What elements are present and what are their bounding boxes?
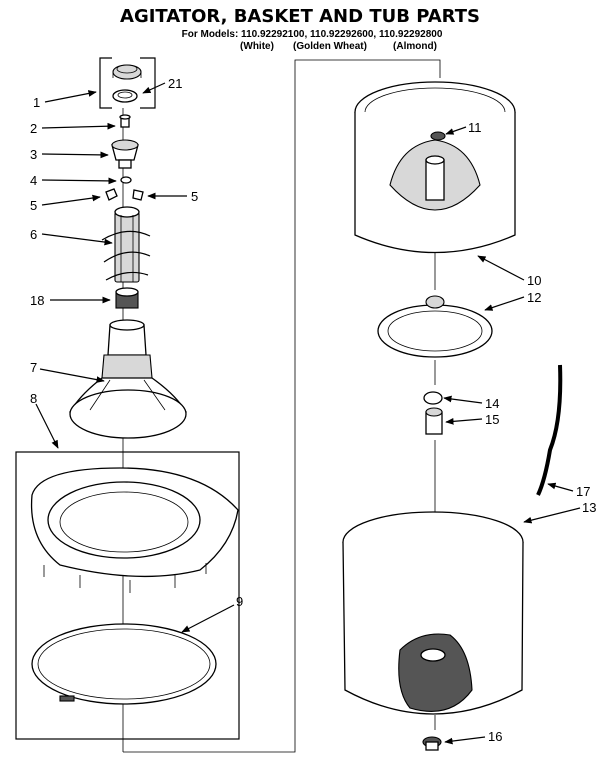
part-5-dogs — [105, 188, 144, 201]
part-14-ring — [423, 391, 443, 405]
part-1-ring — [112, 89, 138, 103]
callout-4: 4 — [30, 173, 37, 188]
callout-15: 15 — [485, 412, 499, 427]
part-12-plate — [377, 295, 493, 358]
callout-1: 1 — [33, 95, 40, 110]
callout-11: 11 — [468, 120, 482, 135]
callout-8: 8 — [30, 391, 37, 406]
callout-5a: 5 — [30, 198, 37, 213]
part-11-nut — [430, 131, 446, 141]
callout-14: 14 — [485, 396, 499, 411]
part-9-ring — [31, 623, 217, 705]
callout-5b: 5 — [191, 189, 198, 204]
callouts: 1 21 2 3 4 5 5 6 18 7 8 9 11 10 12 14 15… — [30, 76, 596, 744]
part-4-washer — [120, 176, 132, 184]
color-white-label: (White) — [240, 41, 274, 52]
callout-17: 17 — [576, 484, 590, 499]
part-16-drain — [422, 736, 442, 751]
part-17-hose — [536, 364, 563, 496]
part-10-basket — [354, 81, 516, 254]
part-8-ring — [30, 467, 239, 593]
callout-9: 9 — [236, 594, 243, 609]
callout-21: 21 — [168, 76, 182, 91]
part-6-auger — [101, 206, 151, 283]
callout-6: 6 — [30, 227, 37, 242]
part-21-cap — [112, 64, 142, 80]
callout-18: 18 — [30, 293, 44, 308]
part-8-box — [15, 451, 240, 740]
color-almond-label: (Almond) — [393, 41, 437, 52]
callout-3: 3 — [30, 147, 37, 162]
part-2-bolt — [119, 114, 131, 128]
color-golden-label: (Golden Wheat) — [293, 41, 367, 52]
models-line: For Models: 110.92292100, 110.92292600, … — [182, 29, 443, 40]
part-13-tub — [342, 511, 524, 715]
leader-lines — [35, 82, 581, 745]
diagram-title: AGITATOR, BASKET AND TUB PARTS — [120, 6, 480, 27]
callout-13: 13 — [582, 500, 596, 515]
part-15-hub — [425, 407, 443, 435]
part-1-bracket — [99, 57, 156, 109]
callout-12: 12 — [527, 290, 541, 305]
part-3-cam — [111, 139, 139, 169]
part-18-coupling — [115, 287, 139, 309]
callout-7: 7 — [30, 360, 37, 375]
part-7-agitator — [69, 319, 187, 439]
callout-10: 10 — [527, 273, 541, 288]
callout-16: 16 — [488, 729, 502, 744]
callout-2: 2 — [30, 121, 37, 136]
